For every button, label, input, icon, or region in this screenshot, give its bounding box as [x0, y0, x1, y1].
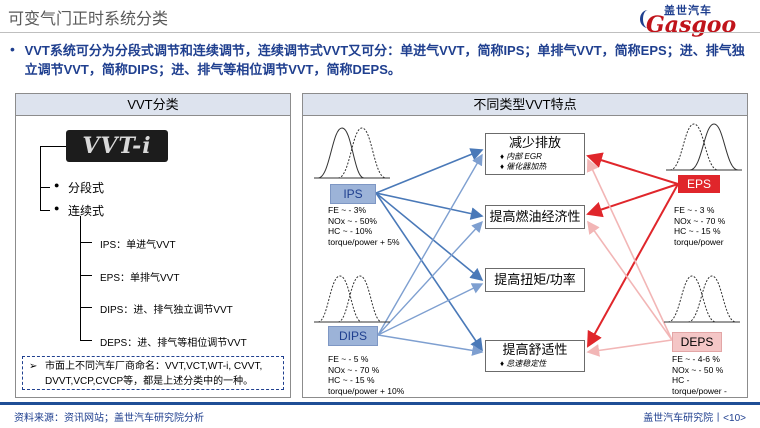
- feature-reduce-emissions: 减少排放 ♦ 内部 EGR ♦ 催化器加热: [485, 133, 585, 175]
- vvt-classification-panel: VVT分类 VVT-i ● 分段式 ● 连续式 IPS：单进气VVT EPS：单…: [15, 93, 291, 398]
- left-panel-title: VVT分类: [16, 94, 290, 116]
- stat-line: NOx ~ - 70 %: [674, 215, 726, 226]
- tree-branch-1: [40, 187, 50, 188]
- feature-sub: ♦ 怠速稳定性: [500, 359, 547, 368]
- subtype-deps: DEPS：进、排气等相位调节VVT: [100, 338, 247, 349]
- stat-line: HC -: [672, 375, 690, 385]
- tree-trunk: [40, 146, 41, 210]
- subtype-dips: DIPS：进、排气独立调节VVT: [100, 305, 233, 316]
- stat-line: FE ~ - 5 %: [328, 354, 369, 364]
- logo-swoosh-icon: [640, 10, 656, 28]
- feature-comfort: 提高舒适性 ♦ 怠速稳定性: [485, 340, 585, 372]
- feature-sub: ♦ 内部 EGR: [500, 152, 542, 161]
- subtree-branch-4: [80, 340, 92, 341]
- stat-line: FE ~ - 3 %: [674, 205, 715, 215]
- ips-valve-curve-icon: [314, 127, 390, 179]
- stat-line: HC ~ - 10%: [328, 226, 373, 236]
- deps-stats: FE ~ - 4-6 % NOx ~ - 50 % HC - torque/po…: [672, 354, 727, 396]
- subtype-eps: EPS：单排气VVT: [100, 273, 180, 284]
- gasgoo-logo: 盖世汽车 Gasgoo: [640, 2, 752, 38]
- feature-sub: ♦ 催化器加热: [500, 162, 547, 171]
- stat-line: FE ~ - 4-6 %: [672, 354, 720, 364]
- stat-line: NOx ~ - 50 %: [672, 364, 724, 375]
- deps-valve-curve-icon: [664, 275, 740, 323]
- logo-en: Gasgoo: [646, 12, 737, 38]
- arrow-ips-comfort: [375, 192, 483, 352]
- footer-divider: [0, 402, 760, 405]
- type-tag-deps: DEPS: [672, 332, 722, 352]
- arrow-dips-torque: [377, 283, 484, 336]
- arrow-eps-comfort: [587, 183, 679, 348]
- vvt-i-badge: VVT-i: [66, 130, 168, 162]
- eps-valve-curve-icon: [666, 123, 742, 171]
- feature-label: 提高燃油经济性: [489, 209, 581, 224]
- header-divider: [0, 32, 760, 33]
- subtype-ips: IPS：单进气VVT: [100, 240, 176, 251]
- note-text: 市面上不同汽车厂商命名：VVT,VCT,WT-i, CVVT, DVVT,VCP…: [45, 361, 263, 387]
- tree-branch-2: [40, 210, 50, 211]
- stat-line: torque/power: [674, 236, 724, 247]
- arrow-deps-comfort: [586, 339, 673, 357]
- intro-text: VVT系统可分为分段式调节和连续调节，连续调节式VVT又可分：单进气VVT，简称…: [24, 43, 745, 77]
- dips-stats: FE ~ - 5 % NOx ~ - 70 % HC ~ - 15 % torq…: [328, 354, 404, 396]
- arrow-eps-emission: [586, 152, 679, 185]
- ips-stats: FE ~ - 3% NOx ~ - 50% HC ~ - 10% torque/…: [328, 205, 400, 247]
- type-tag-eps: EPS: [678, 175, 720, 193]
- stat-line: torque/power -: [672, 385, 727, 396]
- logo-cn: 盖世汽车: [664, 5, 712, 17]
- arrow-ips-torque: [375, 192, 484, 282]
- arrow-ips-fuel: [375, 192, 484, 220]
- stat-line: HC ~ - 15 %: [328, 375, 375, 385]
- feature-label: 提高舒适性: [502, 342, 568, 357]
- stat-line: torque/power + 10%: [328, 385, 405, 396]
- arrow-dips-comfort: [377, 334, 484, 356]
- subtree-branch-3: [80, 307, 92, 308]
- manufacturer-note: ➢ 市面上不同汽车厂商命名：VVT,VCT,WT-i, CVVT, DVVT,V…: [22, 356, 284, 390]
- feature-label: 提高扭矩/功率: [494, 272, 576, 287]
- footer-page-info: 盖世汽车研究院丨<10>: [643, 413, 746, 424]
- arrow-deps-emission: [586, 158, 673, 341]
- feature-torque-power: 提高扭矩/功率: [485, 268, 585, 292]
- arrow-deps-fuel: [587, 220, 673, 341]
- bullet-dot: ●: [54, 180, 60, 190]
- subtree-trunk: [80, 216, 81, 340]
- bullet-dot: ●: [54, 203, 60, 213]
- stat-line: NOx ~ - 50%: [328, 215, 377, 226]
- stat-line: torque/power + 5%: [328, 236, 400, 247]
- arrow-ips-emission: [375, 148, 484, 194]
- note-arrow-icon: ➢: [29, 361, 38, 372]
- footer-source: 资料来源：资讯网站；盖世汽车研究院分析: [14, 413, 204, 424]
- arrow-dips-emission: [377, 153, 483, 336]
- subtree-branch-1: [80, 242, 92, 243]
- dips-valve-curve-icon: [314, 275, 390, 323]
- stat-line: NOx ~ - 70 %: [328, 364, 380, 375]
- type-tag-dips: DIPS: [328, 326, 378, 346]
- tree-branch-top: [40, 146, 66, 147]
- feature-label: 减少排放: [508, 135, 561, 150]
- stat-line: FE ~ - 3%: [328, 205, 367, 215]
- right-panel-title: 不同类型VVT特点: [303, 94, 747, 116]
- intro-bullet: •: [10, 41, 15, 57]
- subtree-branch-2: [80, 275, 92, 276]
- page-title: 可变气门正时系统分类: [8, 11, 169, 28]
- eps-stats: FE ~ - 3 % NOx ~ - 70 % HC ~ - 15 % torq…: [674, 205, 725, 247]
- feature-fuel-economy: 提高燃油经济性: [485, 205, 585, 229]
- arrow-eps-fuel: [586, 183, 679, 218]
- type-tag-ips: IPS: [330, 184, 376, 204]
- arrow-dips-fuel: [377, 220, 483, 336]
- classification-item-segmented: 分段式: [68, 181, 105, 195]
- intro-paragraph: • VVT系统可分为分段式调节和连续调节，连续调节式VVT又可分：单进气VVT，…: [6, 41, 752, 79]
- classification-item-continuous: 连续式: [68, 204, 105, 218]
- stat-line: HC ~ - 15 %: [674, 226, 721, 236]
